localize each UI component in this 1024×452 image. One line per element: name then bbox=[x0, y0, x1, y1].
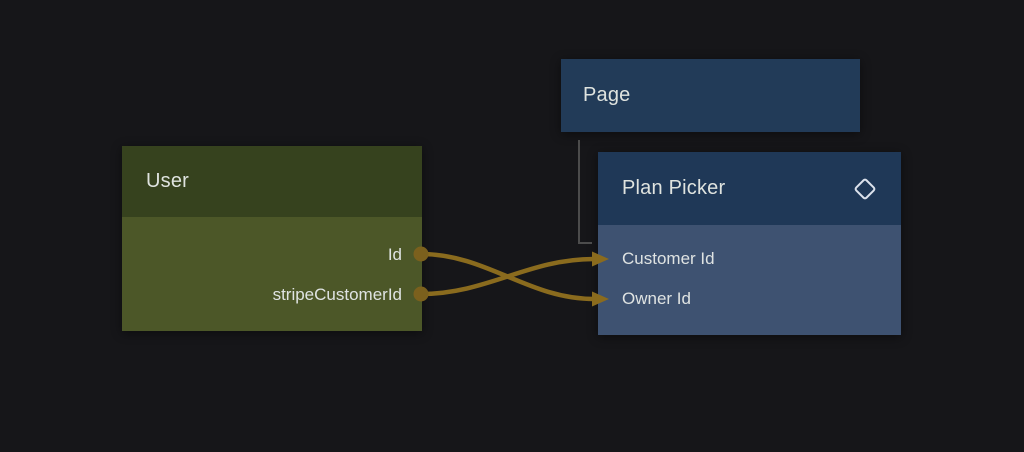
node-plan-picker-header[interactable]: Plan Picker bbox=[598, 152, 901, 225]
node-user-title: User bbox=[146, 170, 190, 192]
connector-page-to-planpicker[interactable] bbox=[578, 140, 592, 244]
node-user-header[interactable]: User bbox=[122, 146, 422, 217]
field-plan-customer-id[interactable]: Customer Id bbox=[598, 239, 901, 279]
node-user[interactable]: User Id stripeCustomerId bbox=[122, 146, 422, 331]
diamond-icon bbox=[854, 178, 876, 199]
wire-stripecustomerid-to-customerid[interactable] bbox=[418, 256, 597, 297]
node-user-body: Id stripeCustomerId bbox=[122, 217, 422, 331]
field-user-id-label: Id bbox=[387, 245, 402, 264]
node-page-title: Page bbox=[583, 84, 631, 106]
field-user-id[interactable]: Id bbox=[122, 235, 422, 275]
node-page[interactable]: Page bbox=[561, 59, 860, 132]
node-plan-picker[interactable]: Plan Picker Customer Id Owner Id bbox=[598, 152, 901, 335]
field-user-stripecustomerid[interactable]: stripeCustomerId bbox=[122, 275, 422, 315]
field-plan-customer-id-label: Customer Id bbox=[622, 249, 715, 268]
node-plan-picker-title: Plan Picker bbox=[622, 177, 726, 199]
field-user-stripecustomerid-label: stripeCustomerId bbox=[272, 285, 402, 304]
wire-id-to-ownerid[interactable] bbox=[418, 251, 597, 302]
node-page-header[interactable]: Page bbox=[561, 59, 860, 132]
node-plan-picker-body: Customer Id Owner Id bbox=[598, 225, 901, 335]
field-plan-owner-id[interactable]: Owner Id bbox=[598, 279, 901, 319]
field-plan-owner-id-label: Owner Id bbox=[622, 289, 691, 308]
